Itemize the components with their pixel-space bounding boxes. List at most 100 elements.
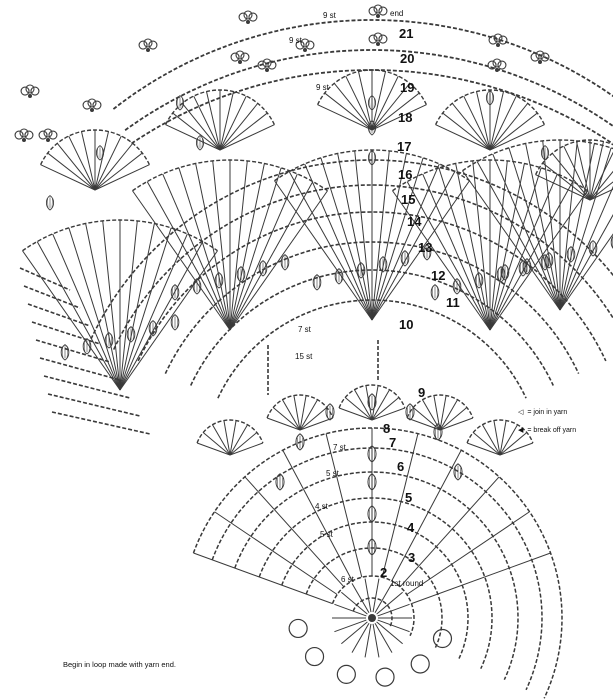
petal-outline: [540, 145, 550, 161]
petal-outline: [236, 266, 246, 283]
picot-loop: [368, 6, 378, 16]
pineapple-petal: [192, 278, 202, 295]
picot-loop: [92, 100, 102, 110]
radial-spoke: [214, 511, 338, 595]
top-fan-1: [219, 112, 268, 151]
arch-fan-1: [299, 399, 318, 431]
petal-outline: [367, 150, 377, 166]
picot-loop: [30, 86, 40, 96]
pineapple-petal: [312, 274, 322, 291]
picot-center: [496, 43, 500, 47]
arch-fan-0: [223, 420, 231, 456]
petal-outline: [195, 135, 205, 151]
picot-center: [246, 20, 250, 24]
arch-fan-4: [493, 420, 501, 456]
pineapple-fan-2: [371, 171, 456, 321]
petal-outline: [334, 268, 344, 285]
picot-center: [376, 42, 380, 46]
picot-flower: [238, 10, 258, 24]
center-spoke: [374, 622, 393, 653]
arch-fan-1-rim: [266, 394, 334, 419]
petal-outline: [295, 433, 305, 451]
petal-outline: [367, 393, 377, 411]
pineapple-fan-0: [119, 233, 188, 391]
picot-loop: [43, 128, 53, 138]
top-fan-3: [489, 91, 504, 151]
arch-fan-2-rim: [338, 384, 406, 409]
round-loop: [336, 664, 356, 684]
picot-loop: [148, 40, 158, 50]
pineapple-petal: [280, 254, 290, 271]
pineapple-fan-2: [354, 150, 373, 321]
arch-fan-1: [293, 395, 301, 431]
pineapple-fan-4: [525, 143, 561, 311]
round-label-2: 2: [380, 565, 388, 580]
picot-loop: [20, 86, 30, 96]
pineapple-fan-1: [229, 181, 314, 331]
top-fan-0: [56, 143, 96, 191]
pineapple-fan-2: [304, 163, 373, 321]
pineapple-fan-4: [559, 233, 613, 311]
stitch-count-r2: 6 st: [341, 575, 354, 584]
radial-spoke: [244, 476, 345, 588]
picot-loop: [488, 35, 498, 45]
top-petal: [175, 95, 185, 111]
round-21-chain: [112, 19, 613, 110]
top-petal: [367, 120, 377, 136]
pineapple-petal: [474, 272, 484, 289]
arch-fan-4: [499, 420, 507, 456]
picot-flower: [488, 33, 508, 47]
round-arc-1: [352, 597, 393, 627]
petal-outline: [170, 314, 180, 331]
arch-fan-4: [466, 442, 501, 456]
petal-outline: [95, 145, 105, 161]
center-spoke: [376, 591, 403, 615]
picot-loop: [14, 130, 24, 140]
petal-outline: [367, 120, 377, 136]
petal-outline: [610, 235, 613, 249]
round-label-5: 5: [405, 490, 413, 505]
round-label-21: 21: [399, 26, 414, 41]
petal-cluster: [367, 393, 377, 411]
center-spoke: [334, 619, 367, 633]
top-petal: [367, 95, 377, 111]
petal-outline: [126, 326, 136, 343]
pineapple-petal: [148, 320, 158, 337]
picot-flower: [368, 4, 388, 18]
picot-loop: [38, 130, 48, 140]
pineapple-petal: [258, 260, 268, 277]
petal-outline: [518, 260, 528, 277]
round-label-15: 15: [401, 192, 416, 207]
top-fan-3: [442, 112, 491, 151]
picot-loop: [248, 12, 258, 22]
pineapple-fan-2: [337, 153, 373, 321]
pineapple-fan-2: [274, 180, 373, 321]
pineapple-petal: [400, 250, 410, 267]
fringe-chain: [23, 285, 81, 309]
pineapple-fan-1: [132, 190, 231, 331]
petal-outline: [60, 344, 70, 361]
arch-fan-3: [439, 407, 468, 431]
picot-loop: [373, 32, 383, 42]
pineapple-petal: [452, 278, 462, 295]
round-label-16: 16: [398, 167, 413, 182]
round-loop: [410, 654, 430, 674]
petal-outline: [214, 272, 224, 289]
pineapple-petal: [500, 264, 510, 281]
pineapple-fan-4: [476, 161, 561, 311]
petal-outline: [588, 240, 598, 257]
arch-fan-1: [299, 395, 307, 431]
round-label-12: 12: [431, 268, 446, 283]
pineapple-petal: [126, 326, 136, 343]
pineapple-fan-1: [229, 190, 328, 331]
picot-loop: [25, 84, 35, 94]
pineapple-fan-0: [68, 227, 121, 391]
picot-center: [376, 14, 380, 18]
picot-loop: [368, 34, 378, 44]
arch-fan-0: [229, 432, 258, 456]
petal-outline: [367, 445, 377, 463]
pineapple-fan-3: [489, 173, 558, 331]
round-label-20: 20: [400, 51, 415, 66]
fringe-chain: [47, 393, 141, 417]
center-spoke: [364, 623, 372, 658]
